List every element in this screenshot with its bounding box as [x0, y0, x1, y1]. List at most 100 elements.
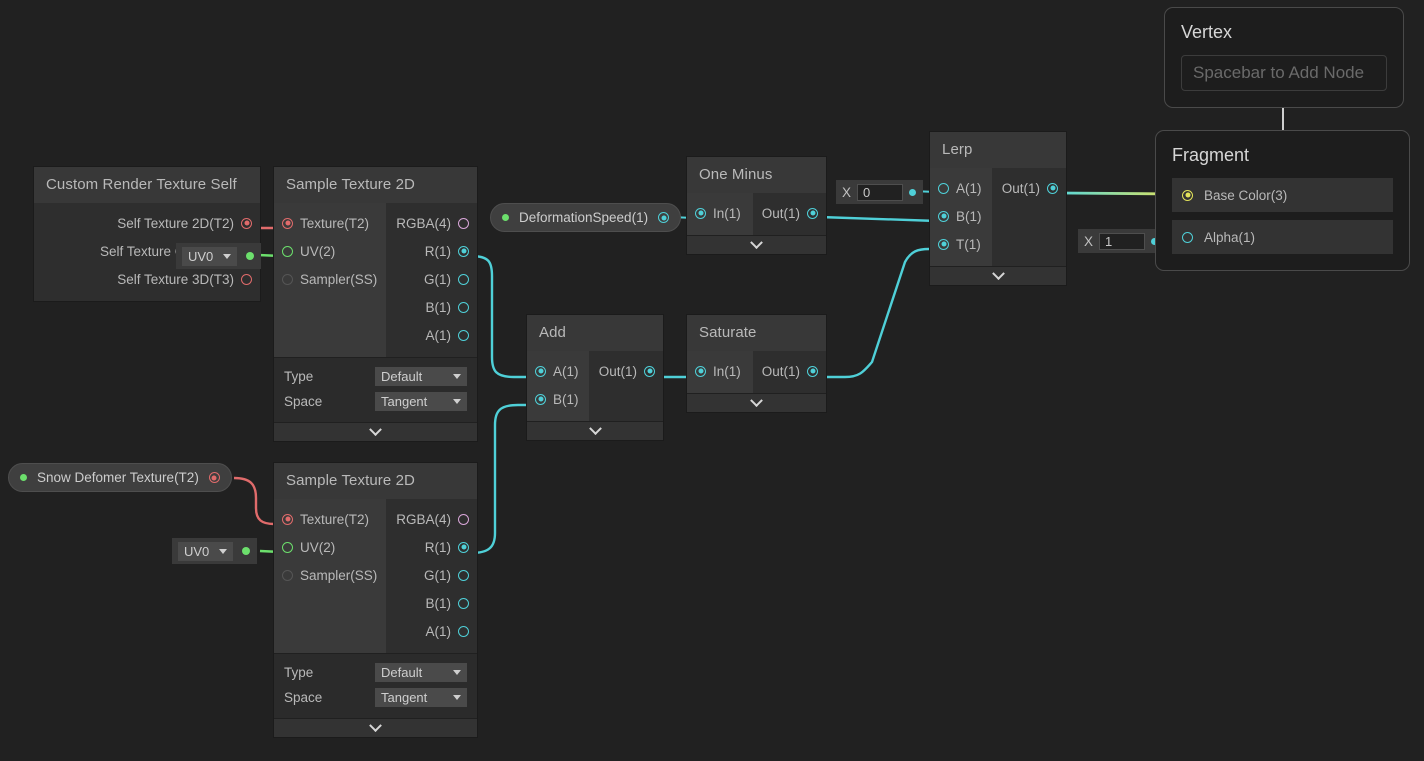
socket-icon[interactable] — [658, 212, 670, 223]
socket-icon[interactable] — [807, 365, 818, 377]
socket-icon[interactable] — [458, 273, 469, 285]
socket-icon[interactable] — [807, 207, 818, 219]
collapse-toggle[interactable] — [274, 718, 477, 737]
socket-icon[interactable] — [458, 329, 469, 341]
port-out[interactable]: Out(1) — [753, 199, 826, 227]
socket-icon[interactable] — [938, 182, 949, 194]
uv-output-dot-icon[interactable] — [246, 252, 255, 260]
port-g-out[interactable]: G(1) — [386, 265, 477, 293]
port-out[interactable]: Out(1) — [992, 174, 1066, 202]
property-node-snow-deformer-texture[interactable]: Snow Defomer Texture(T2) — [8, 463, 232, 492]
port-r-out[interactable]: R(1) — [386, 533, 477, 561]
node-sample-texture-2d-top[interactable]: Sample Texture 2D Texture(T2) UV(2) Samp… — [273, 166, 478, 442]
port-in[interactable]: In(1) — [687, 357, 753, 385]
value-field[interactable]: 0 — [857, 183, 904, 201]
socket-icon[interactable] — [458, 513, 469, 525]
vertex-empty-hint[interactable]: Spacebar to Add Node — [1181, 55, 1387, 91]
port-texture-in[interactable]: Texture(T2) — [274, 209, 386, 237]
space-select[interactable]: Tangent — [375, 392, 467, 411]
socket-icon[interactable] — [458, 217, 469, 229]
socket-icon[interactable] — [282, 217, 293, 229]
inline-float-fragment-alpha[interactable]: X 1 — [1078, 229, 1166, 253]
socket-icon[interactable] — [208, 472, 220, 483]
uv-select[interactable]: UV0 — [178, 541, 234, 561]
space-select[interactable]: Tangent — [375, 688, 467, 707]
socket-icon[interactable] — [938, 238, 949, 250]
node-one-minus[interactable]: One Minus In(1) Out(1) — [686, 156, 827, 255]
port-b-out[interactable]: B(1) — [386, 589, 477, 617]
output-dot-icon[interactable] — [1151, 237, 1159, 245]
property-node-deformation-speed[interactable]: DeformationSpeed(1) — [490, 203, 682, 232]
output-column: Out(1) — [589, 351, 663, 421]
collapse-toggle[interactable] — [687, 393, 826, 412]
port-texture-in[interactable]: Texture(T2) — [274, 505, 386, 533]
port-rgba-out[interactable]: RGBA(4) — [386, 505, 477, 533]
value-field[interactable]: 1 — [1099, 232, 1146, 250]
uv-select[interactable]: UV0 — [182, 246, 238, 266]
port-b-in[interactable]: B(1) — [930, 202, 992, 230]
socket-icon[interactable] — [282, 245, 293, 257]
port-a-out[interactable]: A(1) — [386, 321, 477, 349]
socket-icon[interactable] — [695, 207, 706, 219]
type-select[interactable]: Default — [375, 663, 467, 682]
port-self-texture-2d[interactable]: Self Texture 2D(T2) — [34, 209, 260, 237]
socket-icon[interactable] — [535, 393, 546, 405]
port-self-texture-3d[interactable]: Self Texture 3D(T3) — [34, 265, 260, 293]
port-rgba-out[interactable]: RGBA(4) — [386, 209, 477, 237]
port-sampler-in[interactable]: Sampler(SS) — [274, 265, 386, 293]
port-in[interactable]: In(1) — [687, 199, 753, 227]
socket-icon[interactable] — [282, 513, 293, 525]
type-select[interactable]: Default — [375, 367, 467, 386]
socket-icon[interactable] — [535, 365, 546, 377]
port-out[interactable]: Out(1) — [753, 357, 826, 385]
socket-icon[interactable] — [282, 273, 293, 285]
socket-icon[interactable] — [458, 597, 469, 609]
port-b-in[interactable]: B(1) — [527, 385, 589, 413]
uv-output-dot-icon[interactable] — [242, 547, 251, 555]
socket-icon[interactable] — [458, 245, 469, 257]
socket-icon[interactable] — [458, 541, 469, 553]
socket-icon[interactable] — [1182, 231, 1193, 243]
socket-icon[interactable] — [458, 569, 469, 581]
collapse-toggle[interactable] — [274, 422, 477, 441]
socket-icon[interactable] — [1047, 182, 1058, 194]
uv-dropdown-widget-bottom[interactable]: UV0 — [172, 538, 258, 564]
node-sample-texture-2d-bottom[interactable]: Sample Texture 2D Texture(T2) UV(2) Samp… — [273, 462, 478, 738]
port-g-out[interactable]: G(1) — [386, 561, 477, 589]
port-out[interactable]: Out(1) — [589, 357, 663, 385]
collapse-toggle[interactable] — [687, 235, 826, 254]
port-a-in[interactable]: A(1) — [527, 357, 589, 385]
port-b-out[interactable]: B(1) — [386, 293, 477, 321]
collapse-toggle[interactable] — [930, 266, 1066, 285]
port-a-out[interactable]: A(1) — [386, 617, 477, 645]
block-base-color[interactable]: Base Color(3) — [1172, 178, 1393, 212]
inline-float-lerp-a[interactable]: X 0 — [836, 180, 924, 204]
port-a-in[interactable]: A(1) — [930, 174, 992, 202]
node-saturate[interactable]: Saturate In(1) Out(1) — [686, 314, 827, 413]
node-lerp[interactable]: Lerp A(1) B(1) T(1) Out(1) — [929, 131, 1067, 286]
block-alpha[interactable]: Alpha(1) — [1172, 220, 1393, 254]
port-uv-in[interactable]: UV(2) — [274, 533, 386, 561]
socket-icon[interactable] — [458, 301, 469, 313]
port-r-out[interactable]: R(1) — [386, 237, 477, 265]
socket-icon[interactable] — [241, 217, 252, 229]
node-add[interactable]: Add A(1) B(1) Out(1) — [526, 314, 664, 441]
socket-icon[interactable] — [938, 210, 949, 222]
socket-icon[interactable] — [644, 365, 655, 377]
socket-icon[interactable] — [695, 365, 706, 377]
output-dot-icon[interactable] — [909, 188, 917, 196]
socket-icon[interactable] — [282, 569, 293, 581]
socket-icon[interactable] — [458, 625, 469, 637]
port-sampler-in[interactable]: Sampler(SS) — [274, 561, 386, 589]
port-t-in[interactable]: T(1) — [930, 230, 992, 258]
collapse-toggle[interactable] — [527, 421, 663, 440]
socket-icon[interactable] — [282, 541, 293, 553]
socket-icon[interactable] — [1182, 189, 1193, 201]
node-custom-render-texture-self[interactable]: Custom Render Texture Self Self Texture … — [33, 166, 261, 302]
port-uv-in[interactable]: UV(2) — [274, 237, 386, 265]
uv-dropdown-widget-crt[interactable]: UV0 — [176, 243, 262, 269]
stage-block-fragment[interactable]: Fragment Base Color(3) Alpha(1) — [1155, 130, 1410, 271]
stage-block-vertex[interactable]: Vertex Spacebar to Add Node — [1164, 7, 1404, 108]
socket-icon[interactable] — [241, 273, 252, 285]
